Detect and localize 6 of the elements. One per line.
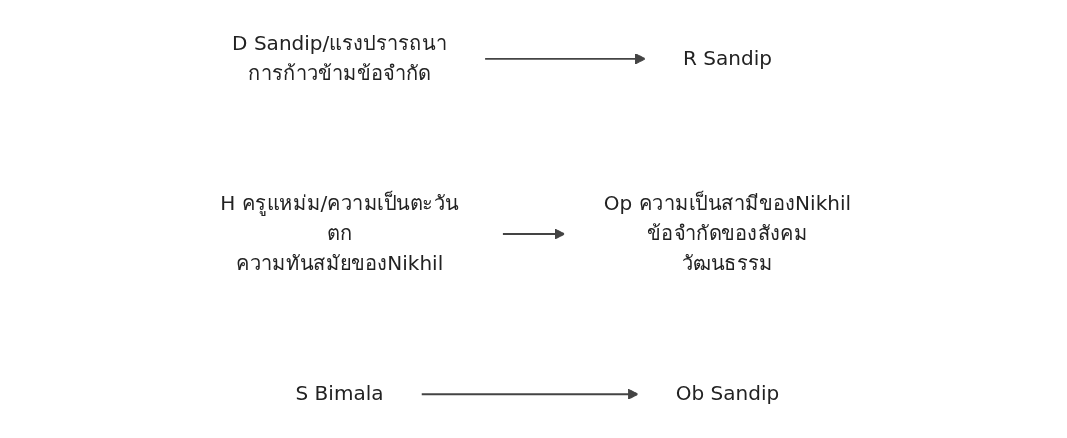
node-text: S Bimala bbox=[295, 381, 384, 406]
node-text: H ครูแหม่ม/ความเป็นตะวันตก ความทันสมัยของNikhil bbox=[220, 191, 459, 276]
node-text: Ob Sandip bbox=[675, 381, 780, 406]
node-text: D Sandip/แรงปรารถนา การก้าวข้ามข้อจำกัด bbox=[232, 31, 447, 86]
node-text: R Sandip bbox=[683, 46, 772, 71]
node-text: Op ความเป็นสามีของNikhil ข้อจำกัดของสังคมวัฒนธรรม bbox=[603, 191, 852, 276]
